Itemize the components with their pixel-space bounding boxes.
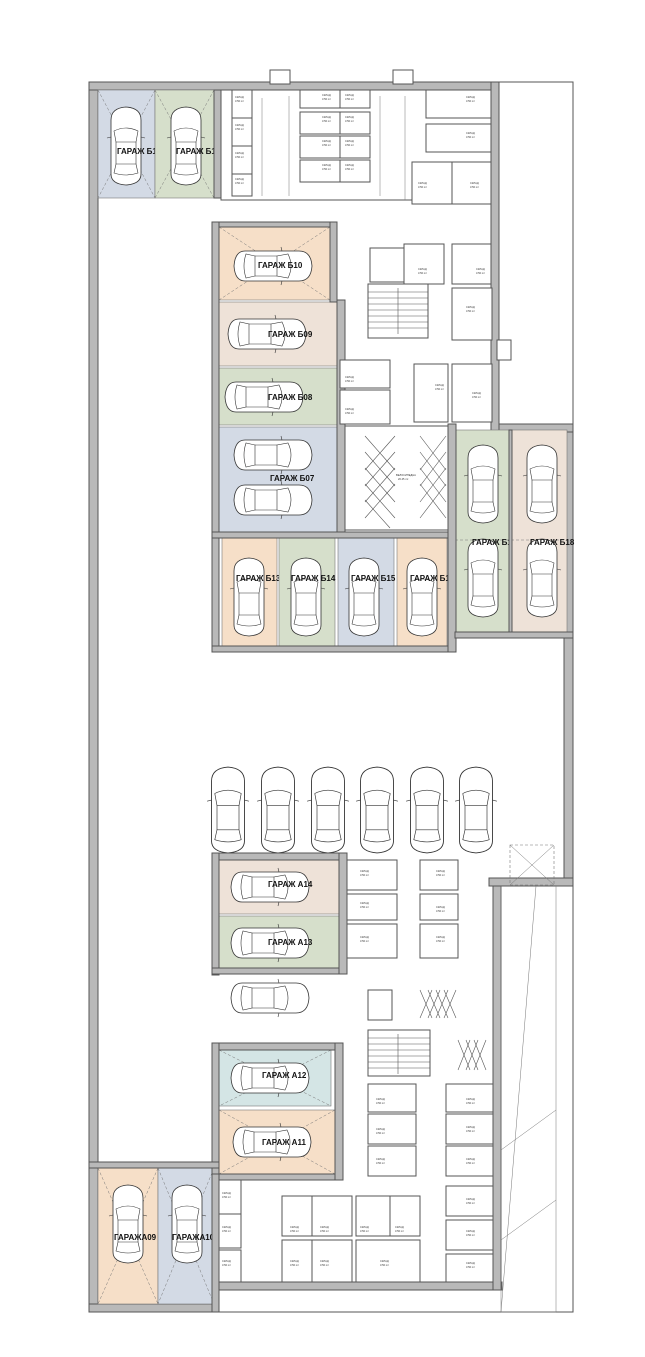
garage-b16[interactable]: ГАРАЖ Б16 (396, 537, 455, 647)
car-icon (229, 557, 269, 637)
garage-label: ГАРАЖ Б16 (410, 574, 455, 583)
garage-label: ГАРАЖ А13 (268, 938, 313, 947)
garage-label: ГАРАЖ А12 (262, 1071, 307, 1080)
svg-text:20.45 m²: 20.45 m² (398, 477, 408, 481)
garage-label: ГАРАЖ Б07 (270, 474, 315, 483)
garage-label: ГАРАЖ А11 (262, 1138, 306, 1147)
garage-label: ГАРАЖ Б08 (268, 393, 313, 402)
garage-a09[interactable]: ГАРАЖА09 (97, 1167, 159, 1305)
car-icon (344, 557, 384, 637)
garage-label: ГАРАЖ Б10 (258, 261, 303, 270)
garage-label: ГАРАЖ Б15 (351, 574, 396, 583)
garage-b10[interactable]: ГАРАЖ Б10 (218, 226, 331, 301)
garage-label: ГАРАЖ Б18 (530, 538, 575, 547)
storage-block-bottom (218, 859, 494, 1283)
garage-label: ГАРАЖ Б11 (176, 147, 220, 156)
svg-text:ВЕЛОСИПЕДНА: ВЕЛОСИПЕДНА (396, 473, 416, 477)
garage-b13[interactable]: ГАРАЖ Б13 (221, 537, 281, 647)
garage-b17[interactable]: ГАРАЖ Б17 (454, 429, 517, 633)
garage-label: ГАРАЖ Б12 (117, 147, 162, 156)
garage-a13[interactable]: ГАРАЖ А13 (218, 915, 340, 971)
car-icon (522, 444, 562, 524)
car-icon (106, 106, 146, 186)
garage-b11[interactable]: ГАРАЖ Б11 (154, 89, 220, 199)
car-icon (234, 436, 312, 474)
staircase-top (367, 283, 429, 339)
car-icon (402, 557, 442, 637)
entrance-ramp (500, 844, 557, 1313)
garage-label: ГАРАЖ А14 (268, 880, 313, 889)
car-icon (522, 538, 562, 618)
garage-a14[interactable]: ГАРАЖ А14 (218, 859, 340, 915)
staircase-bottom (367, 989, 431, 1077)
garage-b12[interactable]: ГАРАЖ Б12 (97, 89, 162, 199)
car-icon (108, 1184, 148, 1264)
garage-label: ГАРАЖ Б13 (236, 574, 281, 583)
garage-b15[interactable]: ГАРАЖ Б15 (337, 537, 396, 647)
car-icon (463, 538, 503, 618)
garage-label: ГАРАЖА09 (114, 1233, 157, 1242)
car-icon (167, 1184, 207, 1264)
car-icon (286, 557, 326, 637)
garage-a12[interactable]: ГАРАЖ А12 (218, 1049, 332, 1107)
garage-b14[interactable]: ГАРАЖ Б14 (278, 537, 336, 647)
bicycle-room-top: ВЕЛОСИПЕДНА 20.45 m² (344, 425, 449, 531)
car-icon (234, 481, 312, 519)
garage-label: ГАРАЖ Б17 (472, 538, 517, 547)
garage-b18[interactable]: ГАРАЖ Б18 (510, 429, 575, 633)
garage-b07[interactable]: ГАРАЖ Б07 (218, 426, 339, 533)
storage-block-top (220, 89, 493, 425)
car-icon (463, 444, 503, 524)
garage-a11[interactable]: ГАРАЖ А11 (218, 1109, 336, 1175)
car-icon (231, 979, 309, 1017)
garage-b08[interactable]: ГАРАЖ Б08 (218, 367, 339, 426)
car-icon (166, 106, 206, 186)
garage-label: ГАРАЖ Б09 (268, 330, 313, 339)
bicycle-racks-bottom (419, 989, 487, 1071)
garage-label: ГАРАЖ Б14 (291, 574, 336, 583)
garage-label: ГАРАЖА10 (172, 1233, 215, 1242)
garage-b09[interactable]: ГАРАЖ Б09 (218, 301, 339, 367)
garage-a10[interactable]: ГАРАЖА10 (157, 1167, 215, 1305)
garage-walls-a (88, 852, 348, 1313)
